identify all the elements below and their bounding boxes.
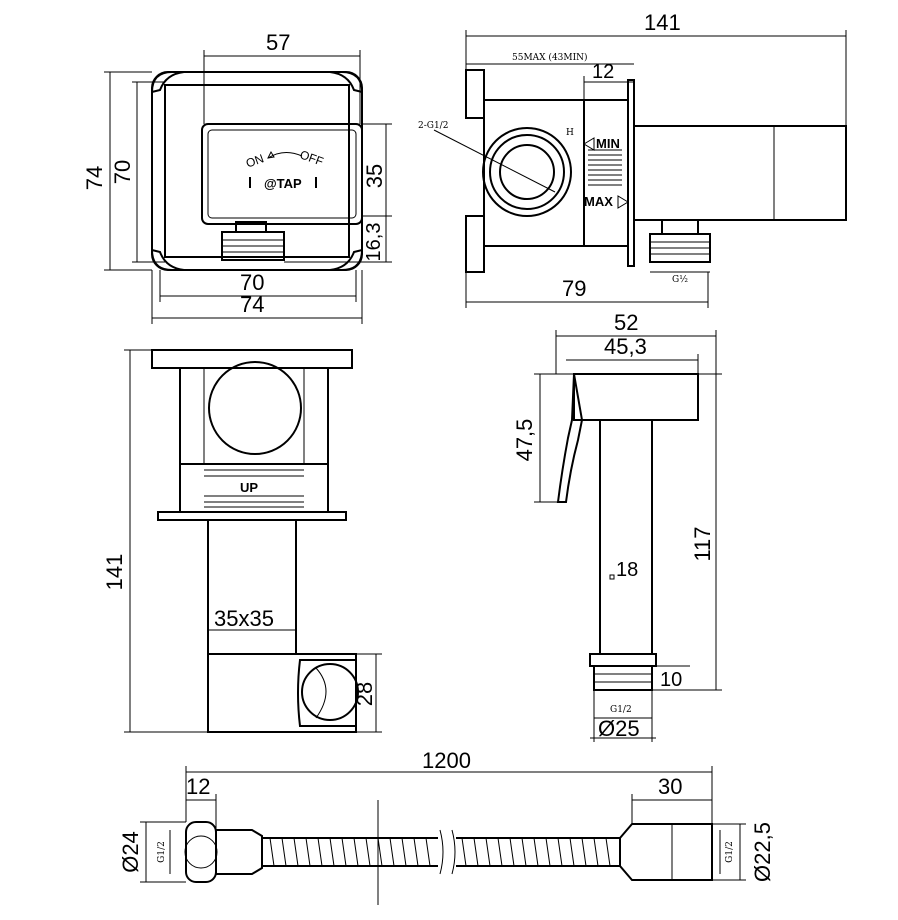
front-dim-16: 16,3 bbox=[363, 223, 385, 262]
top-grip-lines bbox=[204, 469, 304, 508]
side-grip-lines bbox=[588, 149, 622, 186]
sprayer-thread-label: G1/2 bbox=[610, 705, 632, 715]
side-view: MIN MAX H 2-G1/2 G½ 141 55MAX (43MIN) 12 bbox=[418, 10, 847, 308]
sprayer-dim-117: 117 bbox=[690, 526, 715, 561]
front-brand-label: @TAP bbox=[264, 176, 302, 191]
front-dim-70v: 70 bbox=[110, 160, 135, 184]
side-min-label: MIN bbox=[596, 136, 620, 151]
hose-dim-1200: 1200 bbox=[422, 748, 471, 773]
hose-dim-30: 30 bbox=[658, 774, 682, 799]
front-on-label: ON bbox=[244, 151, 266, 170]
top-dim-141: 141 bbox=[102, 554, 127, 591]
front-dim-57: 57 bbox=[266, 30, 290, 55]
front-view: ON OFF @TAP 57 74 70 35 16,3 70 bbox=[82, 30, 392, 324]
side-max-label: MAX bbox=[584, 194, 613, 209]
front-dim-35: 35 bbox=[362, 164, 387, 188]
hose-ribs bbox=[269, 837, 611, 867]
sprayer-dim-18: 18 bbox=[616, 559, 638, 581]
top-view: UP 141 35x35 28 bbox=[102, 349, 382, 733]
sprayer-dim-52: 52 bbox=[614, 310, 638, 335]
side-dim-79: 79 bbox=[562, 276, 586, 301]
hose-thread-left: G1/2 bbox=[157, 841, 167, 863]
front-dim-70h: 70 bbox=[240, 270, 264, 295]
top-up-label: UP bbox=[240, 480, 258, 495]
top-dim-28: 28 bbox=[352, 682, 377, 706]
hose-dim-12: 12 bbox=[186, 774, 210, 799]
front-dim-74h: 74 bbox=[240, 292, 264, 317]
side-dim-141: 141 bbox=[644, 10, 681, 35]
hose-dim-24: Ø24 bbox=[118, 831, 143, 873]
hose-thread-right: G1/2 bbox=[725, 841, 735, 863]
front-off-label: OFF bbox=[298, 147, 325, 168]
sprayer-dim-25: Ø25 bbox=[598, 716, 640, 741]
hose-view: 1200 12 30 Ø24 G1/2 Ø22,5 G1/2 bbox=[118, 748, 775, 905]
side-port-label: 2-G1/2 bbox=[418, 121, 448, 131]
sprayer-dim-45: 45,3 bbox=[604, 334, 647, 359]
side-g12-label: G½ bbox=[672, 274, 688, 285]
hose-dim-22: Ø22,5 bbox=[750, 822, 775, 882]
side-dim-55max: 55MAX (43MIN) bbox=[512, 52, 588, 63]
front-dim-74: 74 bbox=[82, 166, 107, 190]
sprayer-dim-10: 10 bbox=[660, 669, 682, 691]
sprayer-view: 18 52 45,3 47,5 117 10 G1/2 Ø25 bbox=[512, 310, 722, 742]
side-dim-12: 12 bbox=[592, 61, 614, 83]
side-h-label: H bbox=[566, 128, 574, 138]
sprayer-dim-47: 47,5 bbox=[512, 419, 537, 462]
top-dim-35x35: 35x35 bbox=[214, 606, 274, 631]
